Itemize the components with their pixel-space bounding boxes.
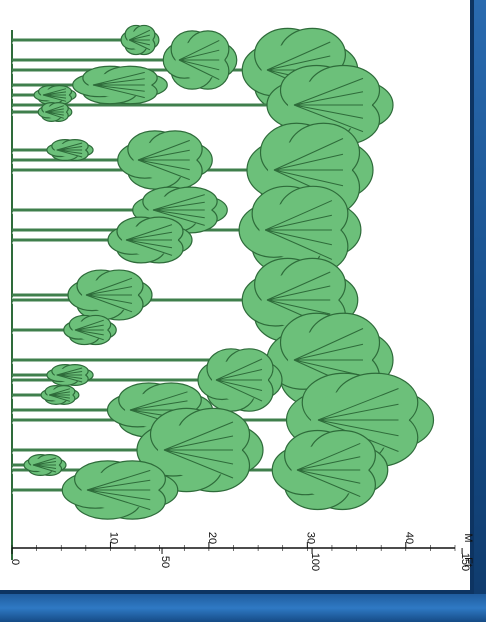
tree — [12, 455, 66, 476]
tree — [12, 131, 212, 189]
meter-tick-label: 30 — [304, 532, 316, 544]
meter-unit-label: M — [462, 533, 474, 542]
meter-tick-label: 40 — [403, 532, 415, 544]
tree — [12, 386, 79, 405]
tree — [12, 217, 192, 263]
meter-tick-label: 20 — [206, 532, 218, 544]
tree — [12, 270, 152, 320]
feet-tick-label: 50 — [159, 556, 171, 568]
tree — [12, 25, 159, 54]
tree — [12, 365, 93, 386]
tree — [12, 140, 93, 161]
meter-tick-label: 10 — [107, 532, 119, 544]
feet-tick-label: 0 — [9, 559, 21, 565]
tree — [12, 315, 116, 344]
trees-group — [12, 25, 434, 560]
feet-tick-label: 100 — [309, 553, 321, 571]
feet-unit-label: Ft — [462, 557, 474, 567]
